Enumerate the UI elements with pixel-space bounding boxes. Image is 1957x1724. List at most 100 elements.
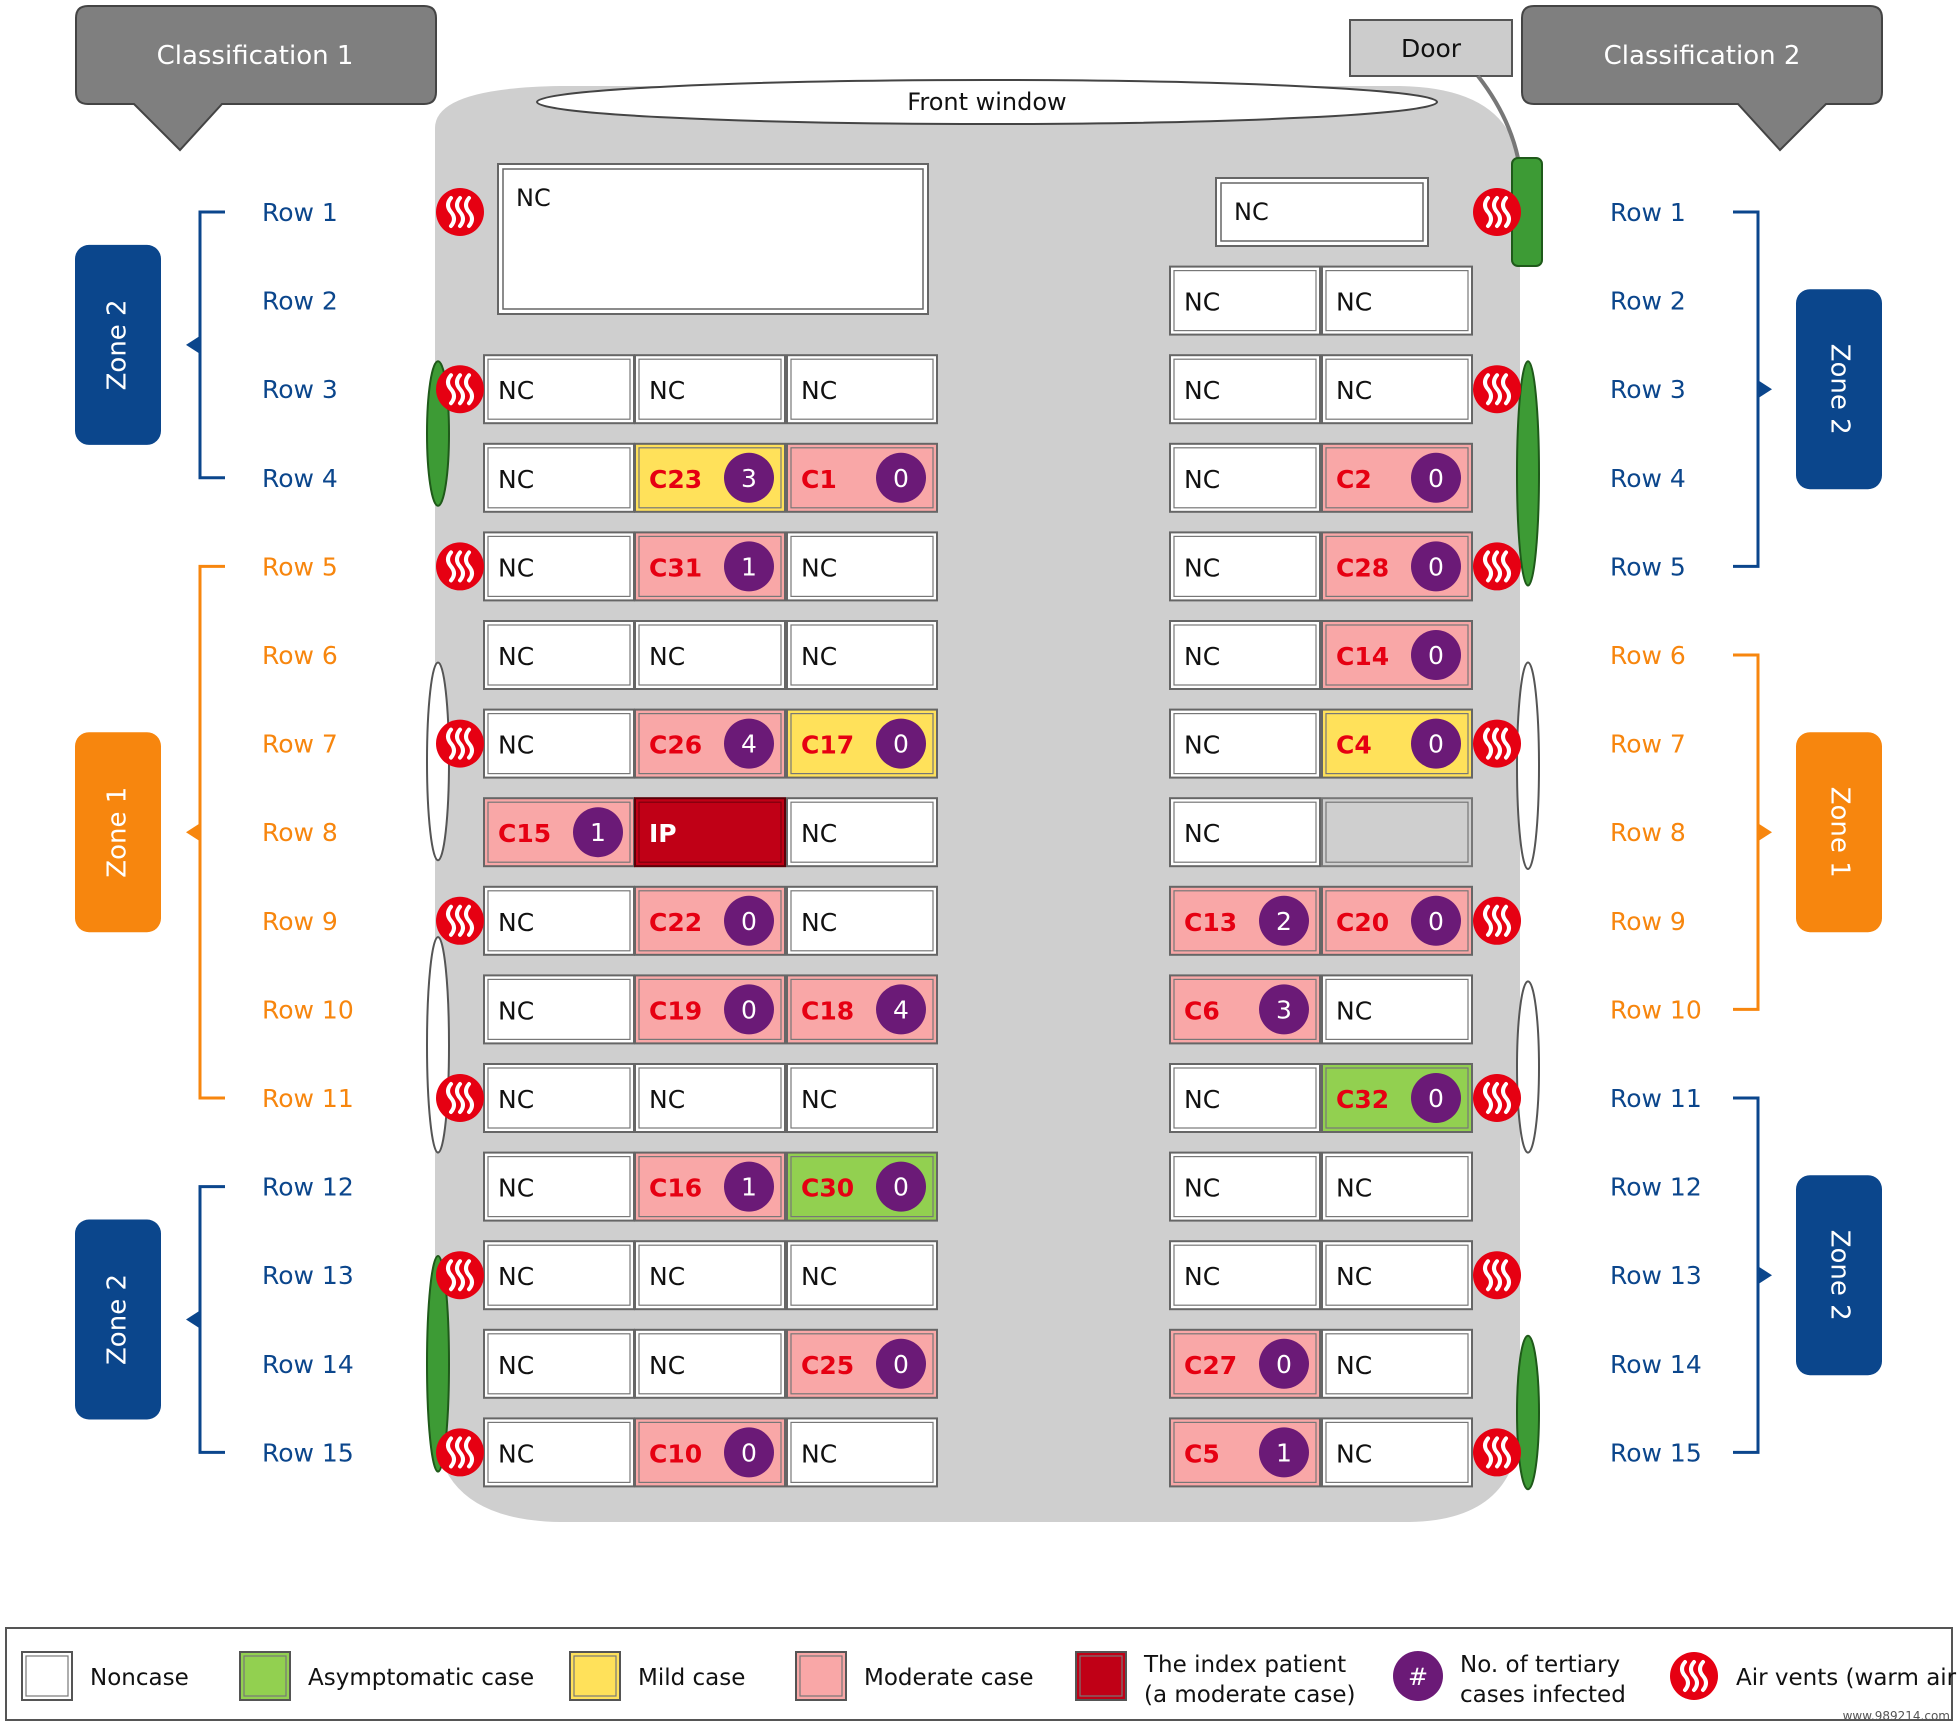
zone-label: Zone 2 <box>1825 344 1855 435</box>
row-label-left: Row 5 <box>262 552 338 581</box>
legend-symbol: # <box>1408 1663 1428 1691</box>
tertiary-count: 0 <box>741 1438 757 1467</box>
seat-label: NC <box>1184 731 1220 760</box>
tertiary-badge: 0 <box>1411 452 1461 503</box>
seat-label: NC <box>498 1262 534 1291</box>
seat-label: NC <box>1336 1351 1372 1380</box>
seat-row-11-l3: NC <box>786 1063 938 1133</box>
seat-label: C5 <box>1184 1439 1220 1468</box>
seat-row-6-r1: NC <box>1169 620 1321 690</box>
zone-right-0: Zone 2 <box>1733 210 1882 568</box>
seat-label: C17 <box>801 731 854 760</box>
zone-badge <box>75 1219 161 1420</box>
seat-label: C13 <box>1184 908 1237 937</box>
zone-badge <box>1796 289 1882 490</box>
seat-label: C20 <box>1336 908 1389 937</box>
classification-2-label: Classification 2 <box>1604 41 1801 71</box>
seat-row-12-l1: NC <box>483 1151 635 1222</box>
tertiary-count: 0 <box>1428 1084 1444 1113</box>
seat-row-5-r1: NC <box>1169 531 1321 602</box>
seat-row-12-r2: NC <box>1321 1151 1473 1222</box>
legend-label: (a moderate case) <box>1144 1682 1355 1708</box>
seat-label: C2 <box>1336 465 1372 494</box>
air-vent-icon <box>1471 186 1523 238</box>
tertiary-badge: 1 <box>724 541 774 592</box>
seat-label: NC <box>498 1174 534 1203</box>
tertiary-badge: 0 <box>1259 1338 1309 1389</box>
tertiary-badge: 0 <box>724 895 774 946</box>
side-window-l-2 <box>426 936 450 1154</box>
seat-label: C28 <box>1336 553 1389 582</box>
tertiary-badge: 0 <box>876 1161 926 1212</box>
front-right-seat: NC <box>1215 177 1429 247</box>
legend-label: Air vents (warm air) <box>1736 1665 1957 1691</box>
classification-2-callout: Classification 2 <box>1521 5 1883 152</box>
seat-label: NC <box>1336 1174 1372 1203</box>
seat-label: NC <box>1184 642 1220 671</box>
row-label-right: Row 10 <box>1610 995 1702 1024</box>
row-label-left: Row 11 <box>262 1084 354 1113</box>
tertiary-count: 0 <box>1428 464 1444 493</box>
row-label-left: Row 7 <box>262 730 338 759</box>
seat-row-9-l1: NC <box>483 885 635 956</box>
row-label-left: Row 13 <box>262 1261 354 1290</box>
seat-row-15-l3: NC <box>786 1417 938 1488</box>
seat-row-3-r1: NC <box>1169 354 1321 425</box>
seat-row-4-r1: NC <box>1169 442 1321 513</box>
seat-label: NC <box>801 376 837 405</box>
legend-item-index: The index patient(a moderate case) <box>1075 1651 1355 1708</box>
seat-row-7-l1: NC <box>483 708 635 779</box>
seat-label: NC <box>498 908 534 937</box>
tertiary-count: 0 <box>1428 907 1444 936</box>
air-vent-icon <box>1471 1249 1523 1302</box>
tertiary-count: 1 <box>1276 1438 1292 1467</box>
seat-label: NC <box>498 996 534 1025</box>
seat-row-2-r2: NC <box>1321 265 1473 336</box>
seat-label: NC <box>801 1439 837 1468</box>
seat-label: NC <box>801 1262 837 1291</box>
tertiary-count: 1 <box>741 1173 757 1202</box>
seat-label: NC <box>1184 553 1220 582</box>
tertiary-count: 0 <box>1276 1350 1292 1379</box>
row-label-left: Row 4 <box>262 464 338 493</box>
row-label-right: Row 2 <box>1610 287 1686 316</box>
legend-item-asymptomatic: Asymptomatic case <box>239 1651 534 1701</box>
tertiary-badge: 0 <box>1411 541 1461 592</box>
row-label-left: Row 15 <box>262 1438 354 1467</box>
front-window-label: Front window <box>907 88 1066 116</box>
row-label-right: Row 14 <box>1610 1350 1702 1379</box>
seat-row-11-l1: NC <box>483 1063 635 1133</box>
seat-label: C26 <box>649 731 702 760</box>
legend-label: cases infected <box>1460 1682 1626 1708</box>
seat-label: NC <box>801 553 837 582</box>
seat-row-7-r1: NC <box>1169 708 1321 779</box>
row-label-left: Row 14 <box>262 1350 354 1379</box>
seat-label: NC <box>1336 376 1372 405</box>
tertiary-badge: 1 <box>573 807 623 858</box>
side-window-r-6 <box>1516 980 1540 1154</box>
seat-row-8-r2 <box>1321 797 1473 868</box>
row-label-left: Row 10 <box>262 995 354 1024</box>
seat-row-9-l3: NC <box>786 885 938 956</box>
side-window-r-7 <box>1516 1334 1540 1491</box>
seat-row-14-r2: NC <box>1321 1328 1473 1399</box>
seat-row-13-r1: NC <box>1169 1240 1321 1311</box>
seat-row-3-l3: NC <box>786 354 938 425</box>
air-vent-icon <box>434 186 486 238</box>
seat-row-15-r1: C5 1 <box>1169 1417 1321 1488</box>
seat-row-5-l3: NC <box>786 531 938 602</box>
seat-label: NC <box>1336 996 1372 1025</box>
seat-label: NC <box>498 642 534 671</box>
